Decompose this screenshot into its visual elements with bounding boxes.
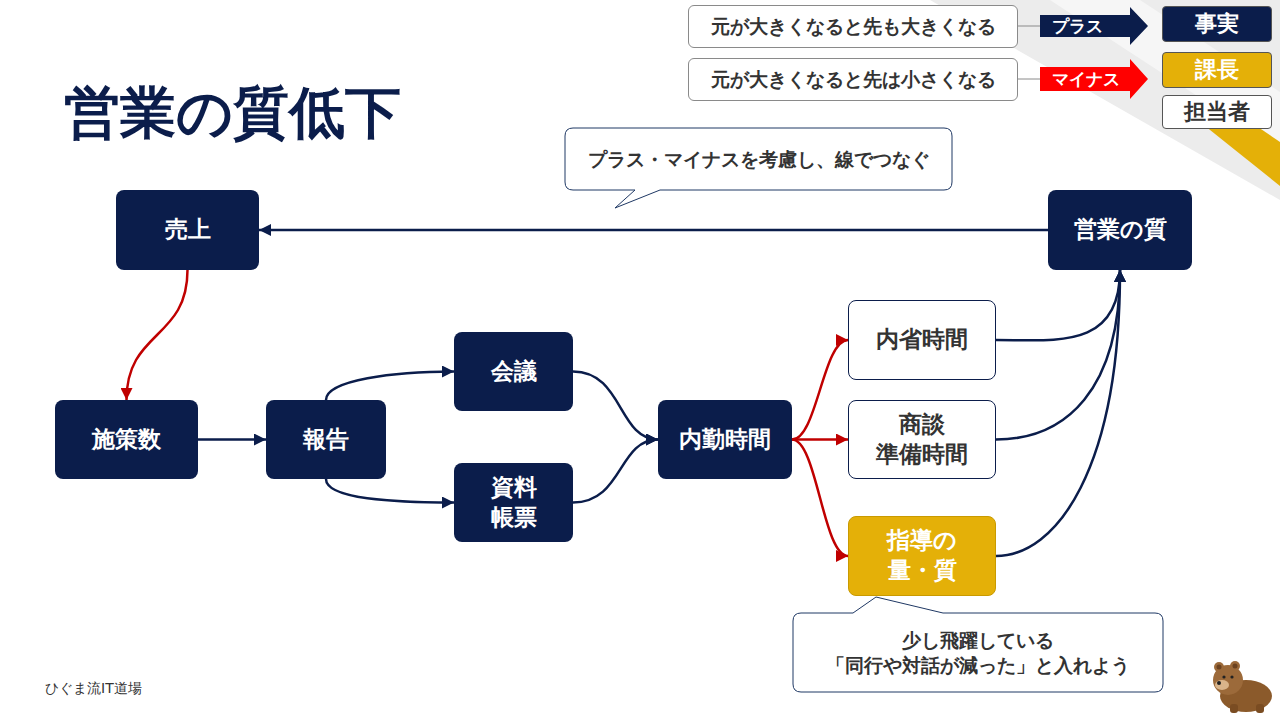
legend-arrow: マイナス [1040,64,1148,94]
node-text: 内勤時間 [679,425,771,455]
node-text: 元が大きくなると先も大きくなる [711,14,996,39]
note-box: 元が大きくなると先は小さくなる [688,58,1018,101]
legend-arrow-polygon [1040,59,1148,99]
connector-arrow [792,440,848,557]
process-box: 報告 [266,400,386,479]
node-text: 会議 [491,357,537,387]
process-box: 資料 帳票 [454,463,573,542]
connector-arrow [792,340,848,440]
process-box: 指導の 量・質 [848,516,996,596]
node-text: 資料 帳票 [484,473,544,533]
connector-arrow [792,438,848,441]
connector-arrow [996,270,1120,340]
legend-swatch: 担当者 [1162,95,1272,129]
node-text: プラス・マイナスを考慮し、線でつなぐ [588,147,930,172]
connector-arrow [127,270,188,400]
speech-bubble: 少し飛躍している 「同行や対話が減った」と入れよう [793,613,1163,692]
speech-bubble: プラス・マイナスを考慮し、線でつなぐ [565,128,952,190]
legend-arrow-polygon [1040,7,1148,45]
node-text: 商談 準備時間 [872,410,972,470]
process-box: 施策数 [55,400,198,479]
connector-arrow [996,270,1120,556]
legend-text: 課長 [1195,55,1239,85]
process-box: 商談 準備時間 [848,400,996,479]
legend-text: プラス [1052,15,1103,38]
legend-text: マイナス [1052,68,1120,91]
bubble-outline [793,613,1163,692]
node-text: 営業の質 [1074,215,1167,245]
bubble-outline-path [565,128,952,208]
legend-swatch: 課長 [1162,52,1272,88]
node-text: 指導の 量・質 [872,526,972,586]
connector-arrow [573,372,658,440]
footer-label: ひぐま流IT道場 [45,680,142,698]
node-text: 売上 [165,215,211,245]
bubble-outline-path [793,597,1163,692]
process-box: 内省時間 [848,300,996,380]
bear-illustration [1210,652,1274,714]
connector-arrow [326,479,454,503]
note-box: 元が大きくなると先も大きくなる [688,5,1018,48]
process-box: 営業の質 [1048,190,1192,270]
leader-line [1018,26,1040,27]
node-text: 報告 [303,425,349,455]
process-box: 内勤時間 [658,400,792,479]
connector-arrow [573,440,658,503]
legend-swatch: 事実 [1162,6,1272,42]
node-text: 内省時間 [876,325,968,355]
node-text: 少し飛躍している 「同行や対話が減った」と入れよう [808,628,1148,677]
connector-arrow [259,229,1048,232]
connector-arrow [996,270,1120,440]
process-box: 売上 [116,190,259,270]
node-text: 施策数 [92,425,161,455]
leader-line [1018,79,1040,80]
connector-arrow [198,438,266,441]
node-text: 元が大きくなると先は小さくなる [711,67,996,92]
connector-arrow [326,372,454,401]
diagonal-band [1050,0,1280,150]
legend-arrow: プラス [1040,12,1148,40]
legend-text: 担当者 [1184,97,1250,127]
legend-text: 事実 [1195,9,1239,39]
process-box: 会議 [454,332,573,411]
diagram-title: 営業の質低下 [64,76,401,152]
